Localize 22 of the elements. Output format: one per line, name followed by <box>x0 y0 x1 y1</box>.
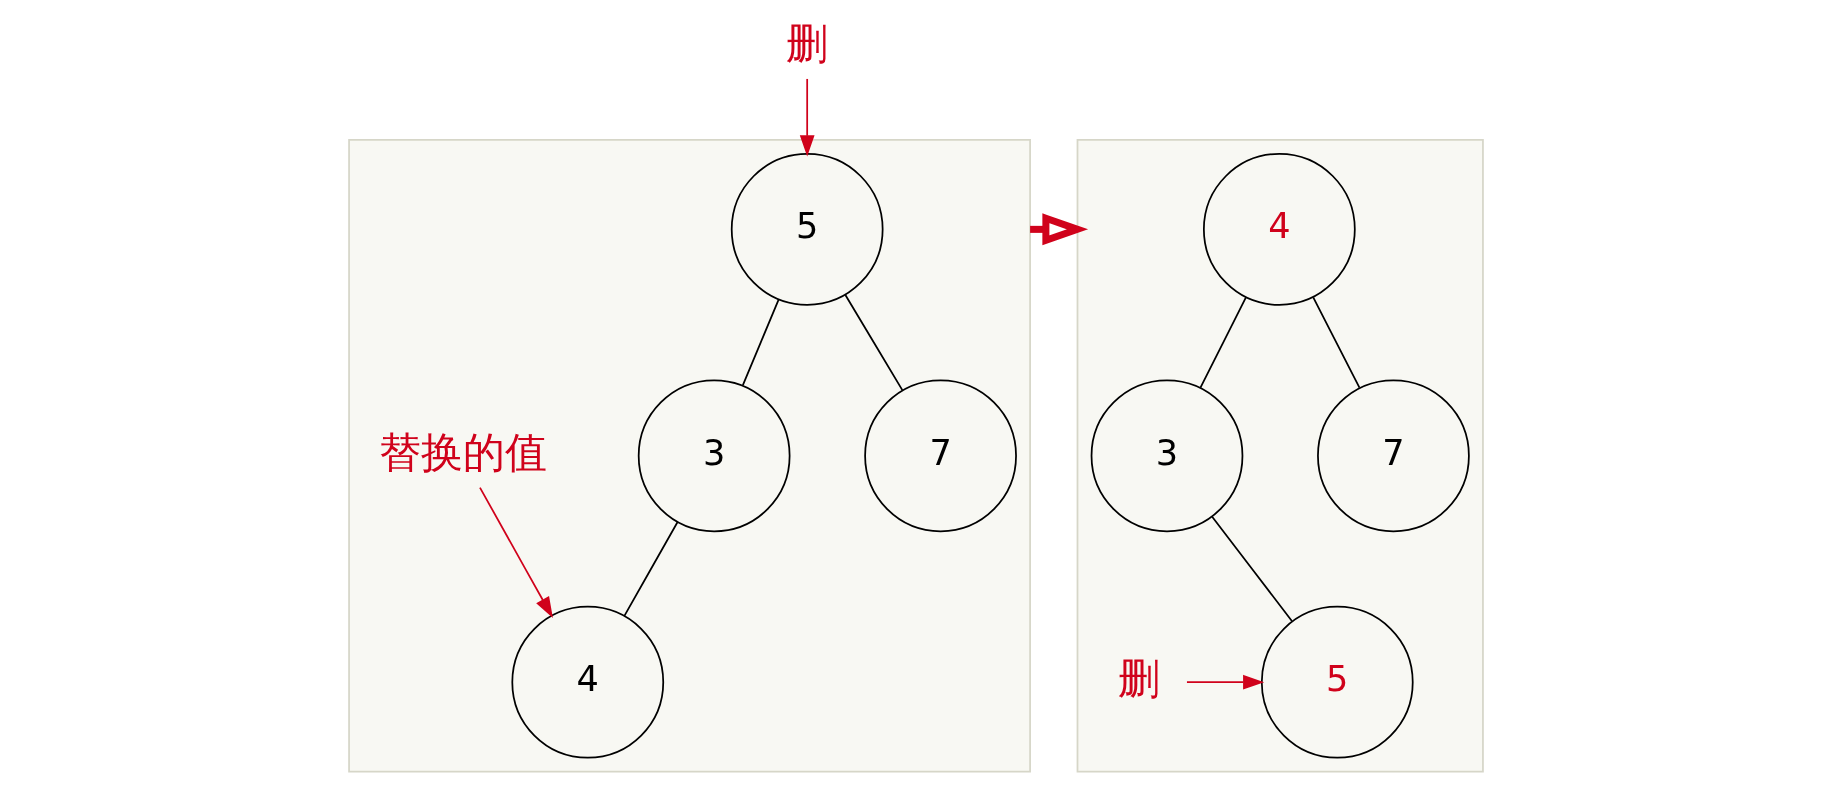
node-circle: 5 <box>1260 605 1414 759</box>
connector <box>741 298 779 387</box>
connector <box>1210 515 1293 622</box>
node-text: 替换的值 <box>378 427 547 477</box>
node-circle: 7 <box>1316 379 1470 533</box>
node-text: 删 <box>785 18 828 68</box>
node-text: 删 <box>1117 654 1160 704</box>
connector <box>1199 296 1247 389</box>
connector <box>622 521 678 617</box>
node-circle: 3 <box>1090 379 1243 533</box>
node-circle: 5 <box>730 153 884 306</box>
node-circle: 4 <box>1202 153 1356 306</box>
node-circle: 3 <box>637 379 790 533</box>
node-circle: 4 <box>510 605 664 759</box>
connector <box>844 294 903 391</box>
arrow <box>799 78 815 157</box>
node-circle: 7 <box>863 379 1017 533</box>
arrow <box>478 486 553 619</box>
arrow <box>1185 674 1264 690</box>
connector <box>1311 296 1360 389</box>
cluster <box>1076 138 1484 773</box>
cluster <box>347 138 1031 773</box>
